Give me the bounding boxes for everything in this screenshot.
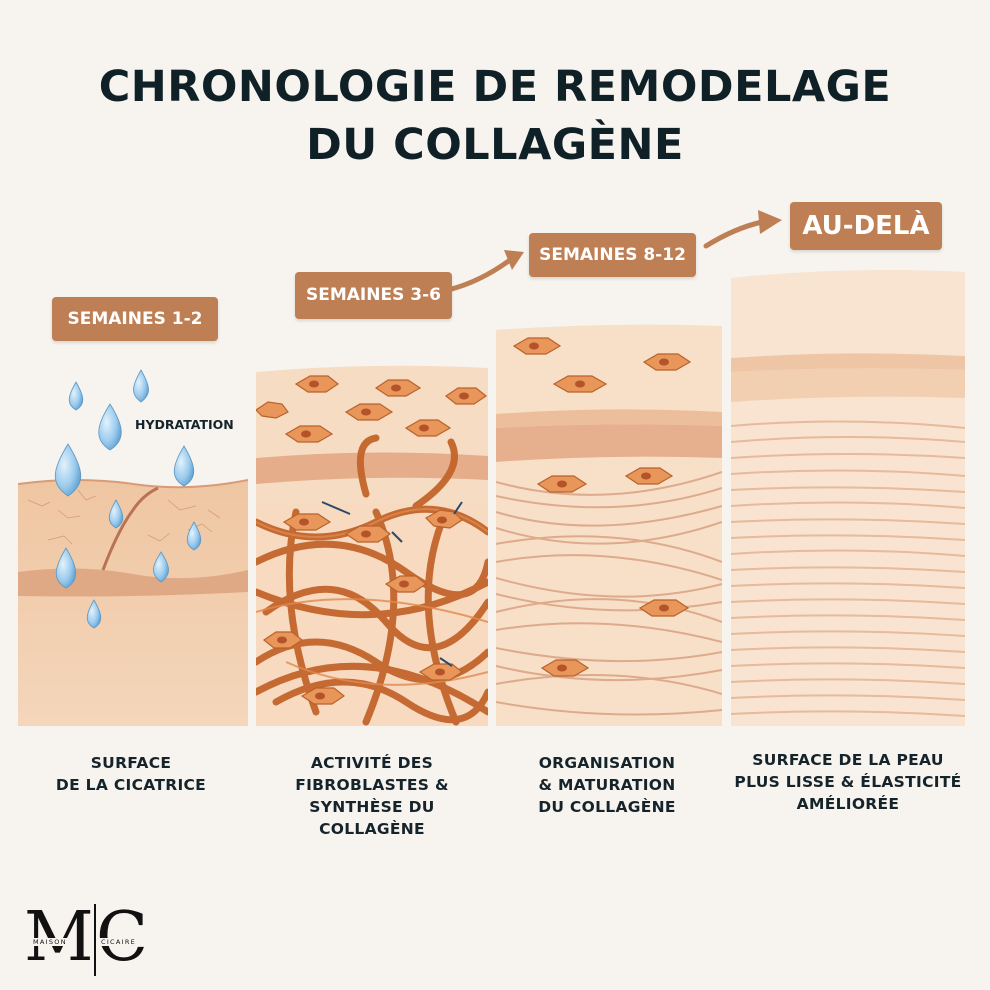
logo-letter-m: M (24, 898, 94, 977)
caption-line: COLLAGÈNE (319, 820, 425, 838)
caption-line: DE LA CICATRICE (55, 776, 207, 794)
caption-line: PLUS LISSE & ÉLASTICITÉ (734, 773, 962, 791)
stage-1-caption: SURFACE DE LA CICATRICE (20, 752, 242, 796)
stage-1-badge: SEMAINES 1-2 (52, 297, 218, 341)
stage-3-caption: ORGANISATION & MATURATION DU COLLAGÈNE (497, 752, 717, 818)
page-title: CHRONOLOGIE DE REMODELAGE DU COLLAGÈNE (0, 58, 990, 174)
caption-line: SURFACE DE LA PEAU (752, 751, 944, 769)
caption-line: SURFACE (90, 754, 172, 772)
stage-2-badge: SEMAINES 3-6 (295, 272, 452, 319)
arrow-icon-1 (445, 250, 524, 293)
stage-4-caption: SURFACE DE LA PEAU PLUS LISSE & ÉLASTICI… (730, 749, 966, 815)
caption-line: AMÉLIORÉE (796, 795, 900, 813)
stage-3-badge: SEMAINES 8-12 (529, 233, 696, 277)
title-line-2: DU COLLAGÈNE (306, 120, 684, 170)
stage-2-caption: ACTIVITÉ DES FIBROBLASTES & SYNTHÈSE DU … (258, 752, 486, 840)
logo-word-maison: MAISON (32, 938, 68, 946)
logo-divider (94, 904, 96, 976)
stage-4-illustration (731, 270, 965, 726)
stage-2-illustration (256, 365, 488, 726)
caption-line: SYNTHÈSE DU (309, 798, 435, 816)
caption-line: ORGANISATION (538, 754, 676, 772)
caption-line: FIBROBLASTES & (295, 776, 449, 794)
logo-word-cicaire: CICAIRE (100, 938, 138, 946)
stage-1-illustration (18, 369, 248, 726)
caption-line: ACTIVITÉ DES (310, 754, 434, 772)
title-line-1: CHRONOLOGIE DE REMODELAGE (98, 62, 892, 112)
stage-3-illustration (496, 324, 722, 726)
brand-logo: M C MAISON CICAIRE (24, 898, 158, 977)
caption-line: & MATURATION (538, 776, 676, 794)
logo-letter-c: C (96, 898, 148, 978)
arrow-icon-2 (703, 210, 782, 249)
hydration-label: HYDRATATION (135, 417, 234, 432)
caption-line: DU COLLAGÈNE (538, 798, 676, 816)
stage-4-badge: AU-DELÀ (790, 202, 942, 250)
